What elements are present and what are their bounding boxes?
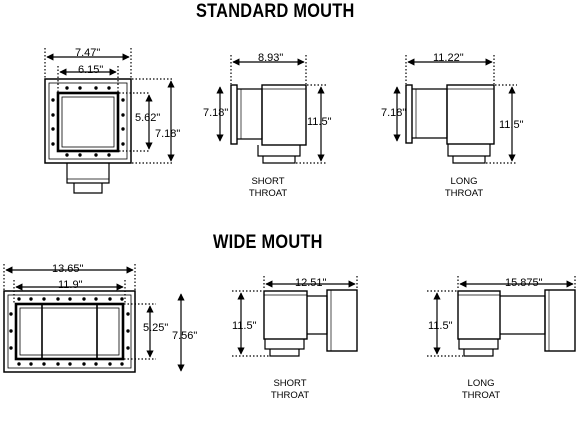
wide-short-throat-side-view [232, 276, 358, 357]
wide-long-pipe-fitting [463, 349, 494, 357]
standard-front-screws [51, 86, 125, 157]
wide-front-outer-width-label: 13.65" [52, 263, 84, 275]
standard-front-mouth-opening [56, 91, 120, 153]
wide-short-body-height-label: 11.5" [232, 320, 257, 332]
wide-long-body [457, 290, 501, 340]
wide-long-depth-label: 15.875" [505, 277, 543, 289]
standard-short-faceplate [230, 84, 238, 145]
standard-short-body-height-label: 11.5" [307, 116, 332, 128]
wide-front-inner-height-label: 5.25" [143, 322, 168, 334]
standard-short-pipe-fitting [262, 156, 296, 164]
wide-short-caption-line2: THROAT [271, 390, 310, 401]
wide-long-body-height-label: 11.5" [428, 320, 453, 332]
standard-long-caption-line2: THROAT [445, 188, 484, 199]
standard-short-depth-label: 8.93" [258, 52, 283, 64]
standard-front-view [44, 48, 175, 194]
standard-long-body-height-label: 11.5" [499, 119, 524, 131]
standard-long-throat-side-view [393, 55, 517, 164]
wide-short-throat [307, 295, 328, 335]
standard-front-inner-height-label: 5.62" [135, 112, 160, 124]
standard-front-pipe-fitting [73, 183, 103, 194]
wide-long-caption-line2: THROAT [462, 390, 501, 401]
wide-short-caption-line1: SHORT [273, 378, 306, 389]
wide-long-throat-side-view [427, 276, 576, 357]
standard-short-caption-line2: THROAT [249, 188, 288, 199]
wide-front-inner-lip [19, 307, 120, 356]
standard-front-inner-lip [61, 96, 115, 148]
standard-short-face-height-label: 7.18" [203, 107, 228, 119]
standard-mouth-heading: STANDARD MOUTH [196, 1, 355, 22]
standard-front-outer-width-label: 7.47" [75, 47, 100, 59]
wide-front-outer-frame [3, 290, 136, 373]
wide-long-collar [458, 339, 499, 350]
standard-long-depth-label: 11.22" [433, 52, 464, 64]
standard-front-outer-frame [44, 78, 132, 164]
standard-long-caption-line1: LONG [451, 176, 478, 187]
standard-front-outer-height-label: 7.18" [155, 128, 180, 140]
wide-short-collar [264, 339, 305, 350]
standard-long-pipe-fitting [452, 156, 486, 164]
standard-long-throat [412, 88, 448, 139]
standard-long-body [446, 84, 495, 145]
wide-front-inner-width-label: 11.9" [58, 279, 83, 291]
standard-short-body [261, 84, 307, 146]
wide-front-frame-bevel [7, 294, 132, 369]
wide-long-throat [500, 295, 546, 335]
wide-front-view [3, 264, 185, 373]
standard-long-collar [447, 144, 491, 157]
wide-short-faceplate [326, 289, 358, 352]
wide-mouth-heading: WIDE MOUTH [213, 232, 323, 253]
wide-long-faceplate [544, 289, 576, 352]
standard-front-throat-pipe [66, 163, 110, 184]
wide-short-pipe-fitting [269, 349, 300, 357]
standard-long-face-height-label: 7.18" [381, 107, 406, 119]
standard-long-faceplate [405, 84, 413, 144]
standard-front-frame-bevel [48, 82, 128, 160]
wide-front-outer-height-label: 7.56" [172, 330, 197, 342]
standard-short-collar [257, 145, 301, 157]
wide-short-depth-label: 12.51" [295, 277, 327, 289]
wide-short-body [263, 290, 308, 340]
standard-short-throat-side-view [216, 55, 326, 164]
wide-front-screws [9, 297, 130, 366]
standard-front-inner-width-label: 6.15" [78, 64, 103, 76]
standard-short-caption-line1: SHORT [251, 176, 284, 187]
wide-long-caption-line1: LONG [468, 378, 495, 389]
wide-front-mouth-opening [14, 302, 125, 361]
